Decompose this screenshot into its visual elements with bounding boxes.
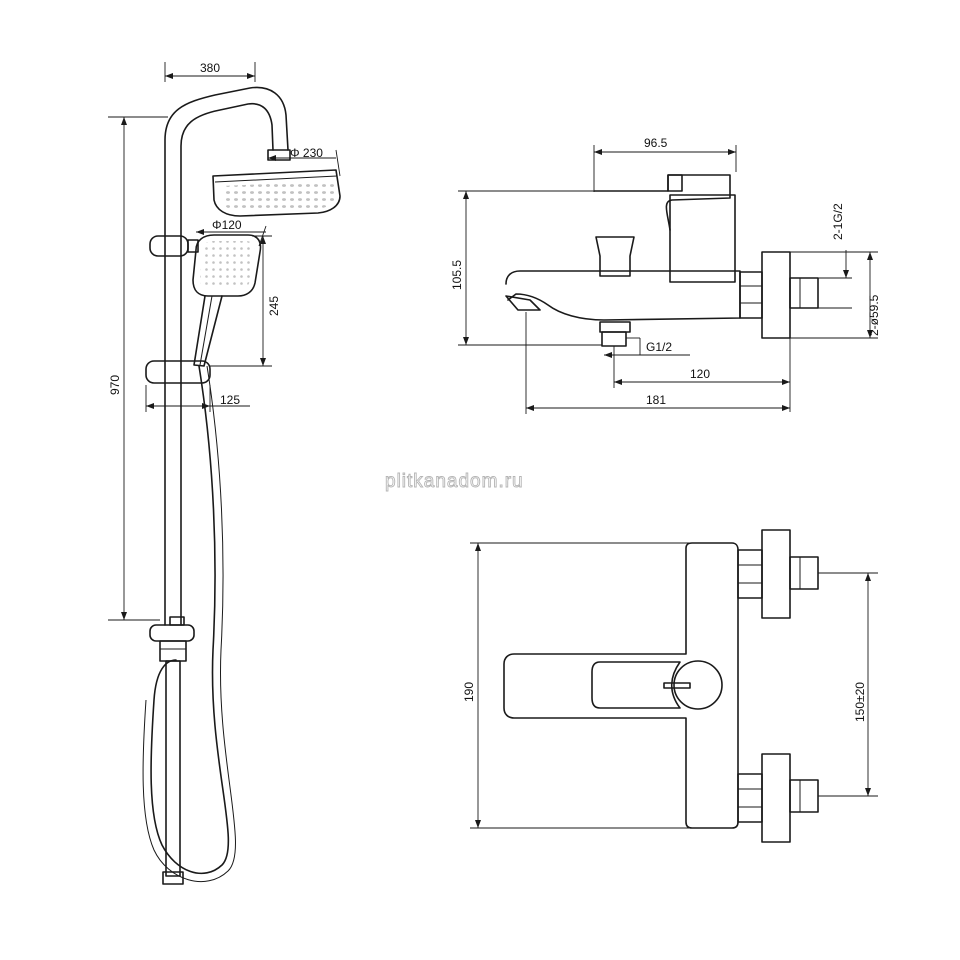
lever-cap bbox=[667, 174, 683, 192]
dim-label-center-distance: 150±20 bbox=[853, 682, 867, 722]
handle-slot bbox=[591, 661, 681, 709]
dim-rain-head: Φ 230 bbox=[268, 146, 341, 177]
mixer-spout-body bbox=[505, 270, 741, 321]
rain-shower-head bbox=[212, 169, 341, 217]
shower-riser-inner bbox=[180, 102, 274, 626]
dim-slider-width: 125 bbox=[145, 385, 250, 412]
dim-outlet-thread: G1/2 bbox=[604, 337, 690, 358]
dim-label-flange: 2-ø59.5 bbox=[867, 294, 881, 336]
wall-flange bbox=[761, 251, 791, 339]
slider-holder bbox=[145, 360, 211, 384]
dim-hand-head: Φ120 bbox=[196, 218, 267, 247]
dim-flange: 2-ø59.5 bbox=[790, 251, 881, 339]
dim-hand-height: 245 bbox=[210, 235, 281, 367]
lower-connector bbox=[737, 753, 819, 843]
dim-label-rain-head: Φ 230 bbox=[290, 146, 323, 160]
dim-label-slider-width: 125 bbox=[220, 393, 240, 407]
lower-pipe bbox=[165, 660, 181, 877]
hand-shower bbox=[192, 234, 262, 367]
dim-label-outlet-thread: G1/2 bbox=[646, 340, 672, 354]
shower-system: 380 970 Φ 230 Φ120 bbox=[108, 61, 341, 885]
mixer-lever bbox=[593, 174, 731, 231]
upper-connector bbox=[737, 529, 819, 619]
rain-head-connector bbox=[267, 149, 291, 161]
mixer-side-view: 96.5 105.5 2-1G/2 2-ø59.5 bbox=[450, 136, 881, 414]
shower-hose bbox=[150, 365, 230, 875]
dim-side-top-width: 96.5 bbox=[593, 136, 737, 192]
watermark-text: plitkanadom.ru bbox=[385, 471, 524, 492]
dim-thread-right: 2-1G/2 bbox=[818, 203, 852, 309]
dim-label-hand-height: 245 bbox=[267, 296, 281, 316]
nut-hex bbox=[739, 271, 763, 319]
bottom-outlet-thread bbox=[601, 331, 627, 347]
dim-label-top-depth: 190 bbox=[462, 682, 476, 702]
eccentric-thread bbox=[789, 277, 819, 309]
dim-label-thread-right: 2-1G/2 bbox=[831, 203, 845, 240]
spout-outlet bbox=[505, 295, 541, 311]
handle-ring bbox=[673, 660, 723, 710]
dim-overall-width: 181 bbox=[525, 312, 790, 414]
dim-center-distance: 150±20 bbox=[818, 572, 878, 797]
handle-pointer bbox=[663, 682, 691, 689]
shower-riser-outer bbox=[164, 86, 289, 626]
dim-label-total-height: 970 bbox=[108, 375, 122, 395]
dim-label-spout-offset: 120 bbox=[690, 367, 710, 381]
dim-side-height: 105.5 bbox=[450, 190, 602, 346]
dim-label-side-height: 105.5 bbox=[450, 260, 464, 290]
dim-label-hand-head: Φ120 bbox=[212, 218, 242, 232]
dim-label-side-top-width: 96.5 bbox=[644, 136, 668, 150]
mixer-body bbox=[669, 194, 736, 283]
bottom-outlet-collar bbox=[599, 321, 631, 333]
diverter bbox=[149, 616, 195, 662]
upper-holder bbox=[149, 235, 199, 257]
mixer-top-view: 190 150±20 bbox=[462, 529, 878, 843]
mixer-knob bbox=[595, 236, 635, 277]
dim-top-width: 380 bbox=[164, 61, 256, 82]
dim-spout-offset: 120 bbox=[613, 338, 791, 412]
dim-total-height: 970 bbox=[108, 116, 168, 621]
dim-top-depth: 190 bbox=[462, 542, 690, 829]
dim-label-top-width: 380 bbox=[200, 61, 220, 75]
dim-label-overall-width: 181 bbox=[646, 393, 666, 407]
mixer-top-body bbox=[503, 542, 739, 829]
